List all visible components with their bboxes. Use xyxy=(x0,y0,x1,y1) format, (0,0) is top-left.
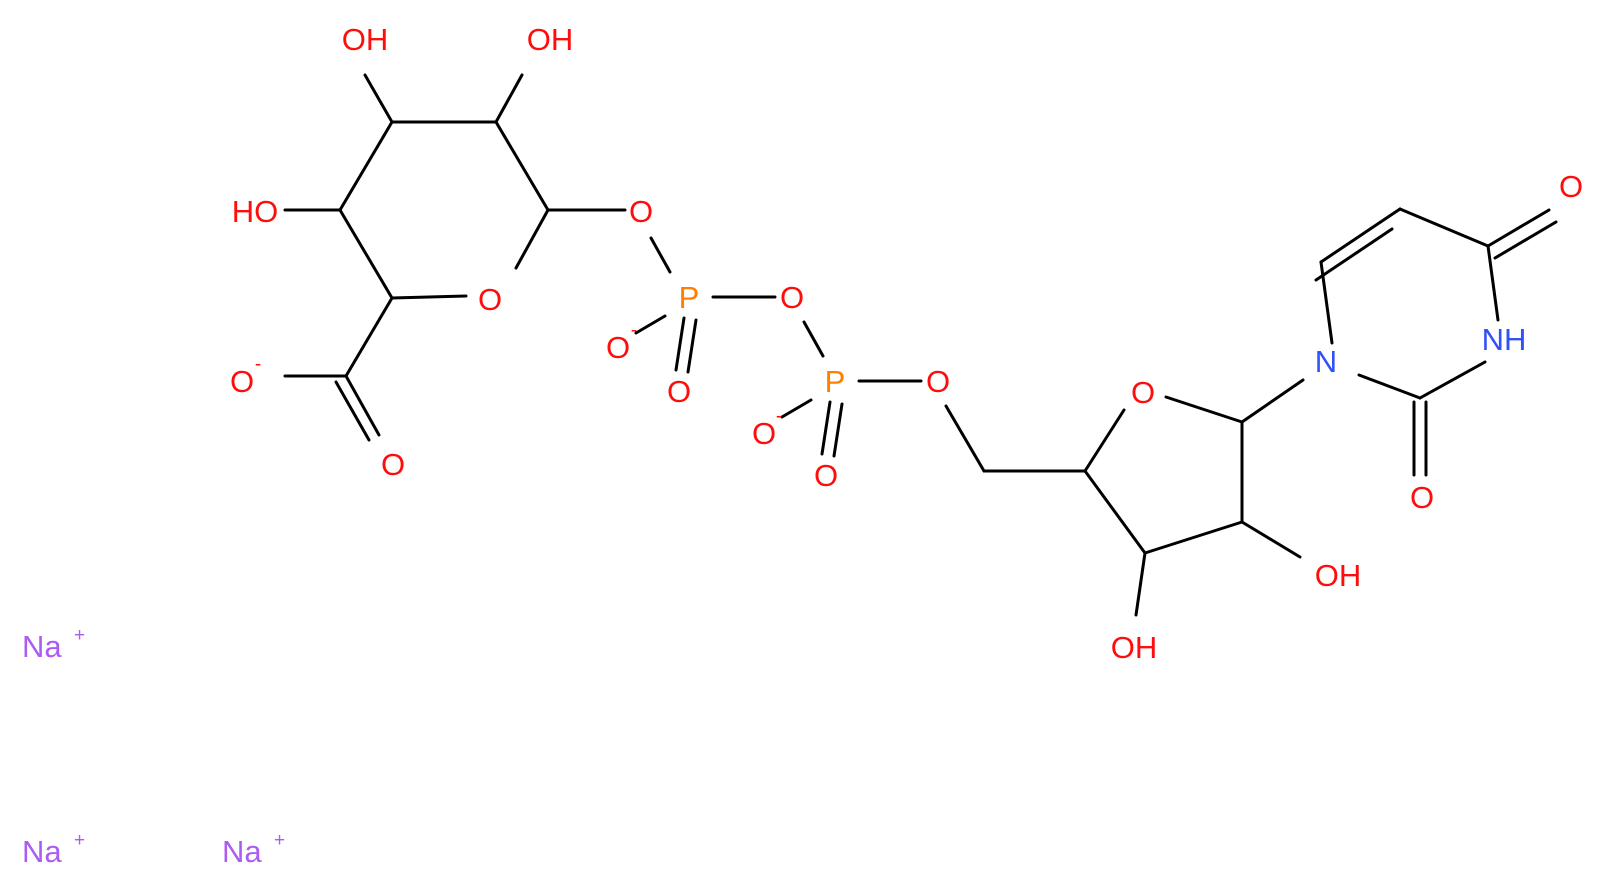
sodium-counterions: Na + Na + Na + xyxy=(22,625,285,869)
bond xyxy=(944,404,986,473)
bond xyxy=(649,236,672,274)
atom-labels: OH OH HO O O - O O P O - O O P O - O O O… xyxy=(230,22,1583,665)
bond xyxy=(1486,244,1500,322)
bond xyxy=(344,374,381,437)
bond xyxy=(338,208,394,300)
charge-plus-2: + xyxy=(74,830,85,851)
bond xyxy=(780,398,813,419)
atom-uracil-o-bottom: O xyxy=(1410,480,1434,515)
bond xyxy=(802,320,825,358)
bond xyxy=(344,296,394,378)
atom-p2-oxygen: O xyxy=(814,458,838,493)
atom-ribose-oh-bottom: OH xyxy=(1111,630,1158,665)
atom-p1-o-minus: O xyxy=(606,330,630,365)
atom-bridge-oxygen: O xyxy=(780,280,804,315)
atom-phosphorus-2: P xyxy=(825,364,846,399)
atom-ester-oxygen: O xyxy=(926,364,950,399)
atom-carboxylate-o-minus: O xyxy=(230,364,254,399)
charge-plus-3: + xyxy=(274,830,285,851)
charge-minus-p1: - xyxy=(631,320,637,341)
atom-p2-o-minus: O xyxy=(752,416,776,451)
bond xyxy=(1493,220,1558,260)
bond xyxy=(334,380,371,442)
bond xyxy=(1357,373,1422,400)
bond xyxy=(1143,520,1244,555)
bond xyxy=(1083,408,1126,473)
bond xyxy=(1314,227,1394,282)
bond xyxy=(832,402,844,458)
charge-minus-carboxylate: - xyxy=(255,354,261,375)
bond xyxy=(820,400,832,456)
charge-plus-1: + xyxy=(74,625,85,646)
bond xyxy=(1240,520,1302,559)
charge-minus-p2: - xyxy=(776,406,782,427)
bond xyxy=(1398,207,1490,248)
sodium-ion-1: Na xyxy=(22,629,62,664)
atom-oh-top-left: OH xyxy=(342,22,389,57)
bond xyxy=(338,120,394,212)
atom-ribose-ring-oxygen: O xyxy=(1131,375,1155,410)
atom-glycosidic-oxygen: O xyxy=(629,194,653,229)
atom-ribose-oh-right: OH xyxy=(1315,558,1362,593)
atom-p1-oxygen: O xyxy=(667,374,691,409)
bond xyxy=(363,73,394,124)
sodium-ion-2: Na xyxy=(22,834,62,869)
sodium-ion-3: Na xyxy=(222,834,262,869)
bond xyxy=(494,73,524,124)
bond xyxy=(1240,378,1305,424)
atom-uracil-nh: NH xyxy=(1482,322,1527,357)
bond xyxy=(514,208,550,270)
bond xyxy=(1418,360,1487,400)
atom-phosphorus-1: P xyxy=(679,280,700,315)
atom-ring-oxygen: O xyxy=(478,282,502,317)
bond xyxy=(674,316,686,372)
atom-carboxylate-o: O xyxy=(381,447,405,482)
bond xyxy=(634,314,667,335)
atom-oh-top-right: OH xyxy=(527,22,574,57)
bond-lines xyxy=(283,73,1558,617)
bond xyxy=(1319,207,1402,264)
bond xyxy=(390,294,468,300)
bond xyxy=(1486,208,1551,248)
atom-uracil-o-top: O xyxy=(1559,169,1583,204)
bond xyxy=(494,120,550,212)
atom-uracil-n1: N xyxy=(1315,344,1337,379)
bond xyxy=(1083,469,1147,555)
atom-ho-left: HO xyxy=(232,194,279,229)
bond xyxy=(1164,395,1244,424)
bond xyxy=(1134,551,1147,617)
bond xyxy=(686,318,698,374)
